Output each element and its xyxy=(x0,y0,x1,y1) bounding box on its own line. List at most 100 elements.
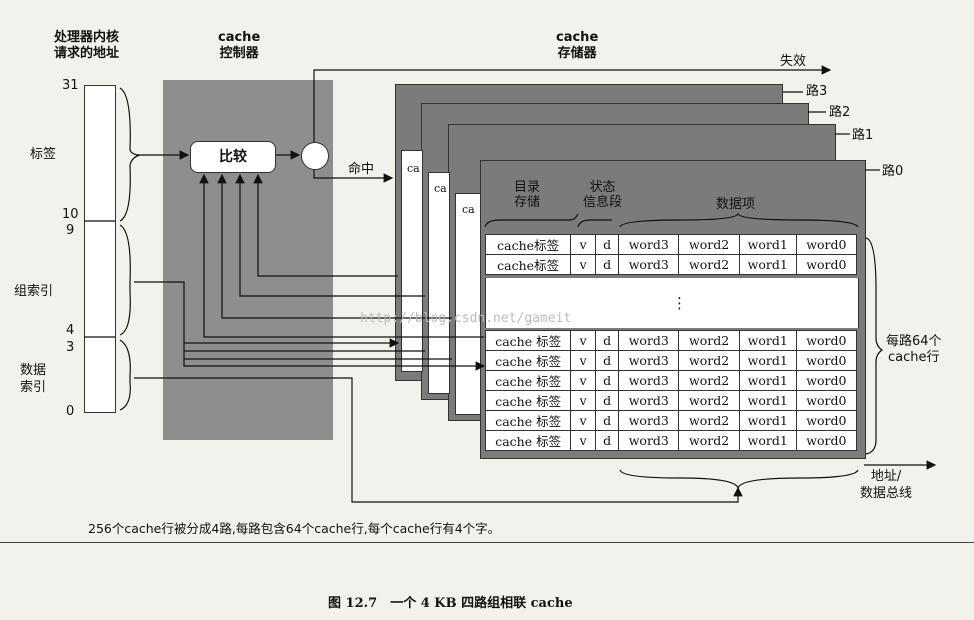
way2-tag-cell: ca xyxy=(434,182,447,195)
word-cell: word3 xyxy=(618,234,680,255)
status-cell: d xyxy=(594,254,620,275)
word-cell: word0 xyxy=(795,330,858,351)
compare-box: 比较 xyxy=(190,141,276,173)
status-cell: v xyxy=(570,370,596,391)
data-items-label: 数据项 xyxy=(716,197,756,212)
word-cell: word1 xyxy=(738,330,797,351)
word-cell: word1 xyxy=(738,234,797,255)
address-register xyxy=(84,85,116,413)
way0-gap xyxy=(485,278,859,328)
watermark: http://blog.csdn.net/gameit xyxy=(360,311,572,326)
word-cell: word0 xyxy=(795,430,858,451)
tag-cell: cache标签 xyxy=(484,254,572,275)
status-cell: v xyxy=(570,254,596,275)
way3-tag-column xyxy=(401,150,423,372)
status-cell: v xyxy=(570,330,596,351)
word-cell: word1 xyxy=(738,390,797,411)
bus-label: 地址/ 数据总线 xyxy=(860,469,913,501)
set-index-label: 组索引 xyxy=(14,284,54,299)
divider xyxy=(0,542,974,543)
tag-cell: cache 标签 xyxy=(484,410,572,431)
status-cell: v xyxy=(570,234,596,255)
way1-tag-column xyxy=(455,193,481,415)
tag-cell: cache 标签 xyxy=(484,350,572,371)
memory-title: cache 存储器 xyxy=(556,30,599,61)
word-cell: word1 xyxy=(738,370,797,391)
bit-4: 4 xyxy=(66,323,75,338)
bit-9: 9 xyxy=(66,223,75,238)
tag-cell: cache 标签 xyxy=(484,370,572,391)
way1-tag-cell: ca xyxy=(462,203,475,216)
way3-tag-cell: ca xyxy=(407,162,420,175)
status-cell: d xyxy=(594,430,620,451)
word-cell: word2 xyxy=(678,390,740,411)
way0-label: 路0 xyxy=(882,164,904,179)
status-label: 状态 信息段 xyxy=(583,180,623,210)
tag-cell: cache标签 xyxy=(484,234,572,255)
status-cell: d xyxy=(594,330,620,351)
word-cell: word0 xyxy=(795,254,858,275)
tag-label: 标签 xyxy=(30,147,57,162)
per-way-label: 每路64个 cache行 xyxy=(886,334,942,365)
ellipsis: ⋮ xyxy=(672,294,687,312)
word-cell: word2 xyxy=(678,370,740,391)
word-cell: word0 xyxy=(795,390,858,411)
word-cell: word1 xyxy=(738,430,797,451)
data-index-label: 数据 索引 xyxy=(20,363,47,395)
hit-miss-gate xyxy=(301,142,329,170)
word-cell: word0 xyxy=(795,350,858,371)
tag-cell: cache 标签 xyxy=(484,330,572,351)
word-cell: word2 xyxy=(678,330,740,351)
status-cell: d xyxy=(594,410,620,431)
word-cell: word2 xyxy=(678,410,740,431)
word-cell: word2 xyxy=(678,234,740,255)
figure-caption: 图 12.7 一个 4 KB 四路组相联 cache xyxy=(328,596,573,611)
tag-cell: cache 标签 xyxy=(484,430,572,451)
status-cell: v xyxy=(570,410,596,431)
status-cell: d xyxy=(594,350,620,371)
word-cell: word0 xyxy=(795,410,858,431)
way2-label: 路2 xyxy=(829,105,851,120)
tag-cell: cache 标签 xyxy=(484,390,572,411)
hit-label: 命中 xyxy=(348,162,375,177)
bit-31: 31 xyxy=(62,78,79,93)
bit-3: 3 xyxy=(66,340,75,355)
way1-label: 路1 xyxy=(852,128,874,143)
status-cell: v xyxy=(570,430,596,451)
dir-store-label: 目录 存储 xyxy=(514,180,541,210)
bit-0: 0 xyxy=(66,404,75,419)
word-cell: word3 xyxy=(618,330,680,351)
controller-title: cache 控制器 xyxy=(218,30,261,61)
caption-note: 256个cache行被分成4路,每路包含64个cache行,每个cache行有4… xyxy=(88,521,501,536)
word-cell: word1 xyxy=(738,410,797,431)
way2-tag-column xyxy=(428,172,450,394)
miss-label: 失效 xyxy=(780,54,807,69)
word-cell: word2 xyxy=(678,254,740,275)
word-cell: word1 xyxy=(738,350,797,371)
word-cell: word0 xyxy=(795,370,858,391)
word-cell: word3 xyxy=(618,370,680,391)
word-cell: word3 xyxy=(618,350,680,371)
word-cell: word3 xyxy=(618,410,680,431)
word-cell: word2 xyxy=(678,430,740,451)
word-cell: word1 xyxy=(738,254,797,275)
status-cell: v xyxy=(570,350,596,371)
word-cell: word3 xyxy=(618,254,680,275)
word-cell: word0 xyxy=(795,234,858,255)
way3-label: 路3 xyxy=(806,84,828,99)
status-cell: d xyxy=(594,390,620,411)
cache-controller-block xyxy=(163,80,333,440)
status-cell: v xyxy=(570,390,596,411)
bit-10: 10 xyxy=(62,207,79,222)
status-cell: d xyxy=(594,234,620,255)
